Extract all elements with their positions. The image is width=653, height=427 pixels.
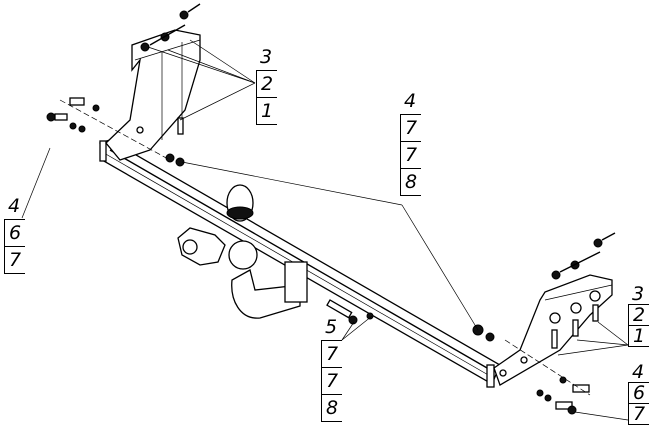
callout-number: 2 [256, 70, 277, 97]
callout-top-bracket: 3 2 1 [256, 44, 277, 125]
callout-number: 4 [7, 195, 21, 217]
callout-left-bolt: 4 6 7 [4, 193, 25, 274]
callout-number: 7 [400, 141, 421, 168]
tow-ball [228, 240, 308, 319]
callout-number: 1 [256, 97, 277, 125]
callout-number: 4 [403, 90, 417, 112]
callout-right-bracket: 3 2 1 [628, 284, 649, 347]
callout-number: 3 [259, 46, 273, 68]
fasteners [46, 3, 616, 415]
callout-number: 2 [628, 304, 649, 325]
callout-number: 7 [321, 340, 342, 367]
callout-number: 3 [631, 283, 645, 305]
callout-beam-nut: 4 7 7 8 [400, 88, 421, 196]
callout-right-bolt: 4 6 7 [628, 362, 649, 425]
left-bracket [105, 29, 201, 161]
callout-number: 7 [400, 114, 421, 141]
callout-number: 1 [628, 325, 649, 347]
socket-plate [177, 227, 226, 266]
callout-number: 8 [400, 168, 421, 196]
callout-number: 7 [628, 403, 649, 425]
callout-number: 7 [4, 246, 25, 274]
callout-number: 6 [628, 382, 649, 403]
ball-cover [226, 184, 254, 222]
callout-socket-bolts: 5 7 7 8 [321, 314, 342, 422]
callout-number: 6 [4, 219, 25, 246]
callout-number: 5 [324, 316, 338, 338]
leader-lines [21, 39, 629, 421]
callout-number: 8 [321, 394, 342, 422]
axis-lines [59, 99, 591, 396]
callout-number: 7 [321, 367, 342, 394]
callout-number: 4 [631, 361, 645, 383]
